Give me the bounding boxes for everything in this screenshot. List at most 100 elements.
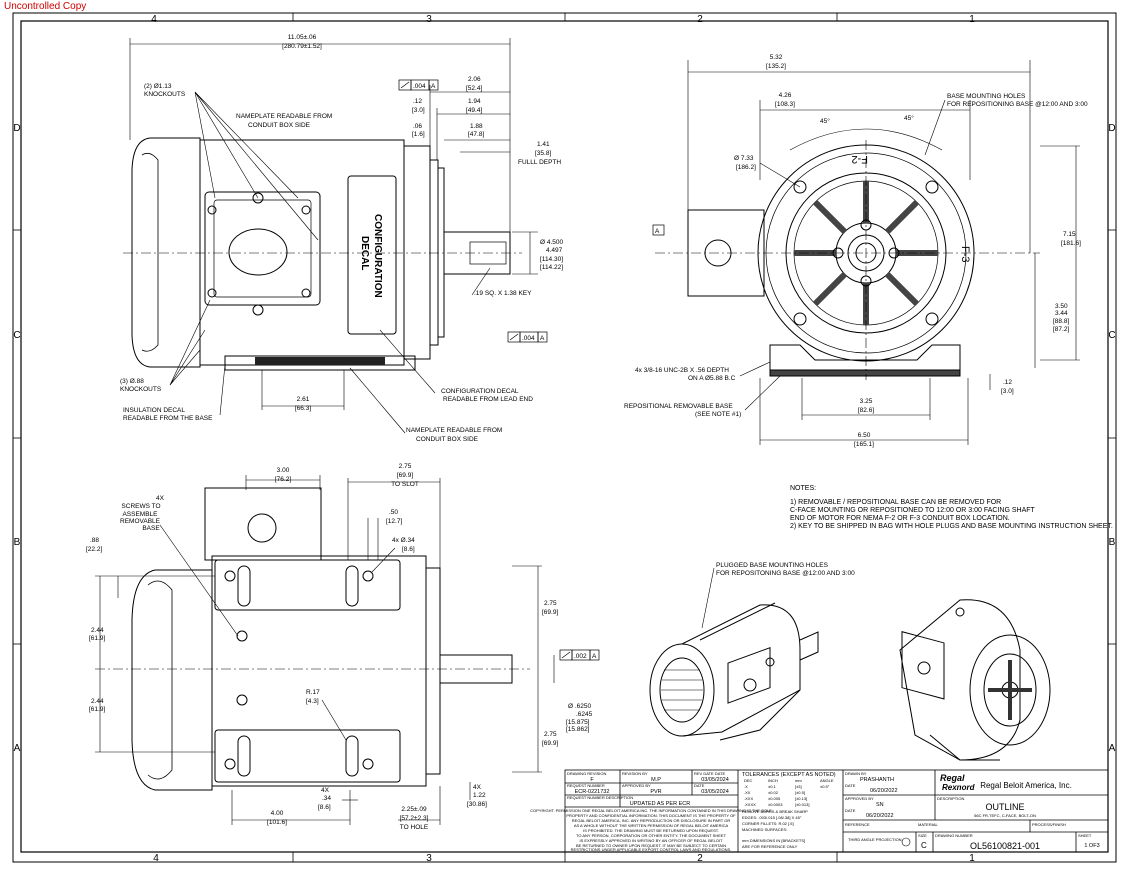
configuration-decal-box: [347, 175, 397, 335]
svg-text:IS PROHIBITED. THE DRAWING MUS: IS PROHIBITED. THE DRAWING MUST BE RETUR…: [583, 828, 719, 833]
svg-text:3.25: 3.25: [860, 398, 873, 405]
svg-text:READABLE FROM LEAD END: READABLE FROM LEAD END: [443, 396, 533, 403]
svg-text:4X: 4X: [473, 784, 482, 791]
svg-text:2.25±.09: 2.25±.09: [401, 806, 427, 813]
svg-text:1.22: 1.22: [473, 792, 486, 799]
isometric-view-2: [899, 599, 1051, 761]
bottom-view-frame: [211, 555, 427, 787]
svg-text:[±0.013]: [±0.013]: [795, 802, 809, 807]
svg-text:Ø 7.33: Ø 7.33: [734, 155, 754, 162]
svg-text:REMOVE BURRS & BREAK SHARP: REMOVE BURRS & BREAK SHARP: [742, 809, 808, 814]
zone-col-3-bottom: 3: [426, 853, 432, 864]
svg-text:SIZE: SIZE: [918, 833, 927, 838]
svg-text:A: A: [592, 653, 597, 660]
svg-text:.12: .12: [1003, 379, 1012, 386]
svg-text:[8.6]: [8.6]: [402, 546, 415, 553]
svg-text:.19 SQ. X 1.38 KEY: .19 SQ. X 1.38 KEY: [474, 290, 532, 297]
svg-text:2.44: 2.44: [91, 627, 104, 634]
svg-text:C: C: [921, 841, 927, 850]
bottom-view-annotations: 3.00 [76.2] 2.75 [69.9] TO SLOT 4X SCREW…: [86, 463, 600, 831]
svg-text:[88.8]: [88.8]: [1053, 318, 1069, 325]
svg-text:[181.6]: [181.6]: [1061, 240, 1081, 247]
inner-border: [20, 20, 1109, 853]
svg-text:END OF MOTOR FOR NEMA F-2 OR F: END OF MOTOR FOR NEMA F-2 OR F-3 CONDUIT…: [790, 515, 1010, 522]
svg-text:Ø 4.500: Ø 4.500: [540, 239, 564, 246]
svg-text:EDGES: .003/.015 [.08/.38] X 4: EDGES: .003/.015 [.08/.38] X 45°: [742, 815, 802, 820]
svg-text:BASE MOUNTING HOLES: BASE MOUNTING HOLES: [947, 93, 1026, 100]
svg-text:[3.0]: [3.0]: [412, 107, 425, 114]
zone-row-d-left: D: [13, 123, 20, 134]
svg-text:[87.2]: [87.2]: [1053, 326, 1069, 333]
svg-text:F-3: F-3: [959, 246, 971, 263]
rexnord-logo: Rexnord: [942, 783, 976, 792]
svg-text:2.44: 2.44: [91, 698, 104, 705]
svg-text:[69.9]: [69.9]: [542, 609, 558, 616]
svg-text:(SEE NOTE #1): (SEE NOTE #1): [695, 411, 741, 418]
svg-text:FULLL DEPTH: FULLL DEPTH: [518, 159, 561, 166]
svg-text:REMOVABLE: REMOVABLE: [120, 518, 161, 525]
svg-text:mm: mm: [795, 778, 802, 783]
svg-text:DATE: DATE: [845, 808, 856, 813]
svg-text:4X: 4X: [156, 495, 165, 502]
svg-text:REV DATE DATE: REV DATE DATE: [694, 771, 726, 776]
svg-text:[69.9]: [69.9]: [397, 472, 413, 479]
zone-row-a-left: A: [14, 743, 21, 754]
svg-text:[165.1]: [165.1]: [854, 441, 874, 448]
svg-text:[108.3]: [108.3]: [775, 101, 795, 108]
svg-text:(3) Ø.88: (3) Ø.88: [120, 378, 144, 385]
svg-text:[15.875]: [15.875]: [566, 719, 590, 726]
svg-text:PVR: PVR: [650, 789, 661, 795]
svg-text:4X: 4X: [321, 787, 330, 794]
bottom-view-dimension-lines: [95, 475, 555, 825]
svg-text:IS EXPRESSLY APPROVED IN WRITI: IS EXPRESSLY APPROVED IN WRITING BY AN O…: [580, 838, 724, 843]
svg-text:3.00: 3.00: [277, 467, 290, 474]
zone-row-d-right: D: [1108, 123, 1115, 134]
end-view: [655, 140, 1040, 380]
notes-block: NOTES: 1) REMOVABLE / REPOSITIONAL BASE …: [701, 485, 1113, 629]
svg-text:THIRD ANGLE PROJECTION: THIRD ANGLE PROJECTION: [848, 837, 902, 842]
zone-col-2-bottom: 2: [697, 853, 703, 864]
drawing-number: OL56100821-001: [970, 841, 1040, 851]
svg-text:[135.2]: [135.2]: [766, 63, 786, 70]
svg-text:06/20/2022: 06/20/2022: [866, 813, 894, 819]
svg-text:4x 3/8-16 UNC-2B X .56 DEPTH: 4x 3/8-16 UNC-2B X .56 DEPTH: [635, 367, 729, 374]
svg-text:FOR REPOSITIONING BASE @12:00: FOR REPOSITIONING BASE @12:00 AND 3:00: [947, 101, 1088, 108]
bottom-view-conduit-box: [204, 487, 322, 561]
top-view-conduit-box: [204, 191, 321, 306]
svg-text:ASSEMBLE: ASSEMBLE: [122, 511, 158, 518]
svg-text:R.17: R.17: [306, 689, 320, 696]
svg-text:.XX: .XX: [744, 790, 751, 795]
svg-text:[280.79±1.52]: [280.79±1.52]: [282, 43, 322, 50]
svg-text:5.32: 5.32: [770, 54, 783, 61]
svg-text:[22.2]: [22.2]: [86, 546, 102, 553]
svg-text:DESCRIPTION: DESCRIPTION: [937, 796, 964, 801]
svg-text:[±0.13]: [±0.13]: [795, 796, 807, 801]
svg-text:PLUGGED BASE MOUNTING HOLES: PLUGGED BASE MOUNTING HOLES: [716, 562, 829, 569]
svg-text:.50: .50: [389, 509, 398, 516]
svg-text:READABLE FROM THE BASE: READABLE FROM THE BASE: [123, 415, 213, 422]
title-block: [564, 769, 1109, 853]
svg-text:REPOSITIONAL REMOVABLE BASE: REPOSITIONAL REMOVABLE BASE: [624, 403, 733, 410]
svg-text:REVISION BY: REVISION BY: [622, 771, 648, 776]
svg-text:TO SLOT: TO SLOT: [391, 481, 419, 488]
svg-text:[76.2]: [76.2]: [275, 476, 291, 483]
svg-text:2.75: 2.75: [544, 600, 557, 607]
svg-text:03/05/2024: 03/05/2024: [701, 789, 729, 795]
configuration-decal-label: CONFIGURATION: [372, 214, 383, 298]
svg-text:±0.02: ±0.02: [768, 790, 779, 795]
svg-text:[4.3]: [4.3]: [306, 698, 319, 705]
bottom-view: [95, 487, 530, 791]
request-description: UPDATED AS PER ECR: [630, 801, 690, 807]
svg-text:.XXXX: .XXXX: [744, 802, 756, 807]
svg-text:[66.3]: [66.3]: [295, 405, 311, 412]
svg-text:03/05/2024: 03/05/2024: [701, 777, 729, 783]
svg-text:INCH: INCH: [768, 778, 778, 783]
top-view-annotations: 11.05±.06 [280.79±1.52] (2) Ø1.13 KNOCKO…: [120, 34, 564, 443]
svg-text:A: A: [540, 335, 545, 342]
title-block-text: DRAWING REVISION F REVISION BY M.P REV D…: [530, 771, 1100, 852]
svg-text:[3.0]: [3.0]: [1001, 388, 1014, 395]
svg-text:±0.005: ±0.005: [768, 796, 781, 801]
svg-text:±0.5°: ±0.5°: [820, 784, 830, 789]
svg-text:[35.8]: [35.8]: [535, 150, 551, 157]
svg-text:DECAL: DECAL: [359, 236, 370, 270]
